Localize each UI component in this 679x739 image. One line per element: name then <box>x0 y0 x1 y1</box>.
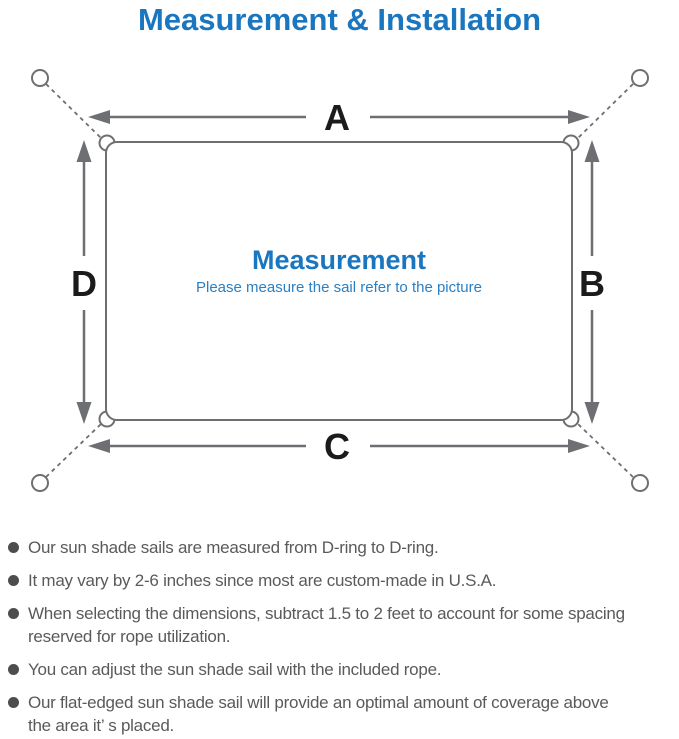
dimension-label-c: C <box>324 426 350 467</box>
dimension-label-d: D <box>71 263 97 304</box>
dimension-label-a: A <box>324 97 350 138</box>
list-item: Our sun shade sails are measured from D-… <box>8 536 673 559</box>
rope-line-bottom-right <box>577 423 634 478</box>
rope-line-bottom-left <box>45 423 102 478</box>
diagram-subheading: Please measure the sail refer to the pic… <box>196 279 482 296</box>
notes-list: Our sun shade sails are measured from D-… <box>8 536 673 739</box>
dimension-arrow-b <box>584 140 600 424</box>
bullet-icon <box>8 542 19 553</box>
list-item: Our flat-edged sun shade sail will provi… <box>8 691 673 737</box>
anchor-ring-icon-bottom-right <box>631 474 649 492</box>
sail-outline <box>105 141 573 421</box>
page-title: Measurement & Installation <box>137 2 542 37</box>
measurement-diagram: A B C D Measurement Please measure the s… <box>31 69 649 492</box>
note-text: When selecting the dimensions, subtract … <box>28 604 625 646</box>
note-text: Our sun shade sails are measured from D-… <box>28 538 439 557</box>
bullet-icon <box>8 697 19 708</box>
diagram-heading: Measurement <box>252 245 426 275</box>
dimension-arrow-c <box>88 439 590 453</box>
bullet-icon <box>8 664 19 675</box>
note-text: It may vary by 2-6 inches since most are… <box>28 571 497 590</box>
note-text: You can adjust the sun shade sail with t… <box>28 660 442 679</box>
rope-line-top-right <box>577 83 634 139</box>
list-item: When selecting the dimensions, subtract … <box>8 602 673 648</box>
dimension-arrow-a <box>88 110 590 124</box>
dimension-arrow-d <box>76 140 92 424</box>
list-item: You can adjust the sun shade sail with t… <box>8 658 673 681</box>
anchor-ring-icon-top-right <box>631 69 649 87</box>
bullet-icon <box>8 608 19 619</box>
dimension-label-b: B <box>579 263 605 304</box>
list-item: It may vary by 2-6 inches since most are… <box>8 569 673 592</box>
bullet-icon <box>8 575 19 586</box>
note-text: Our flat-edged sun shade sail will provi… <box>28 693 609 735</box>
anchor-ring-icon-bottom-left <box>31 474 49 492</box>
rope-line-top-left <box>45 83 102 139</box>
anchor-ring-icon-top-left <box>31 69 49 87</box>
